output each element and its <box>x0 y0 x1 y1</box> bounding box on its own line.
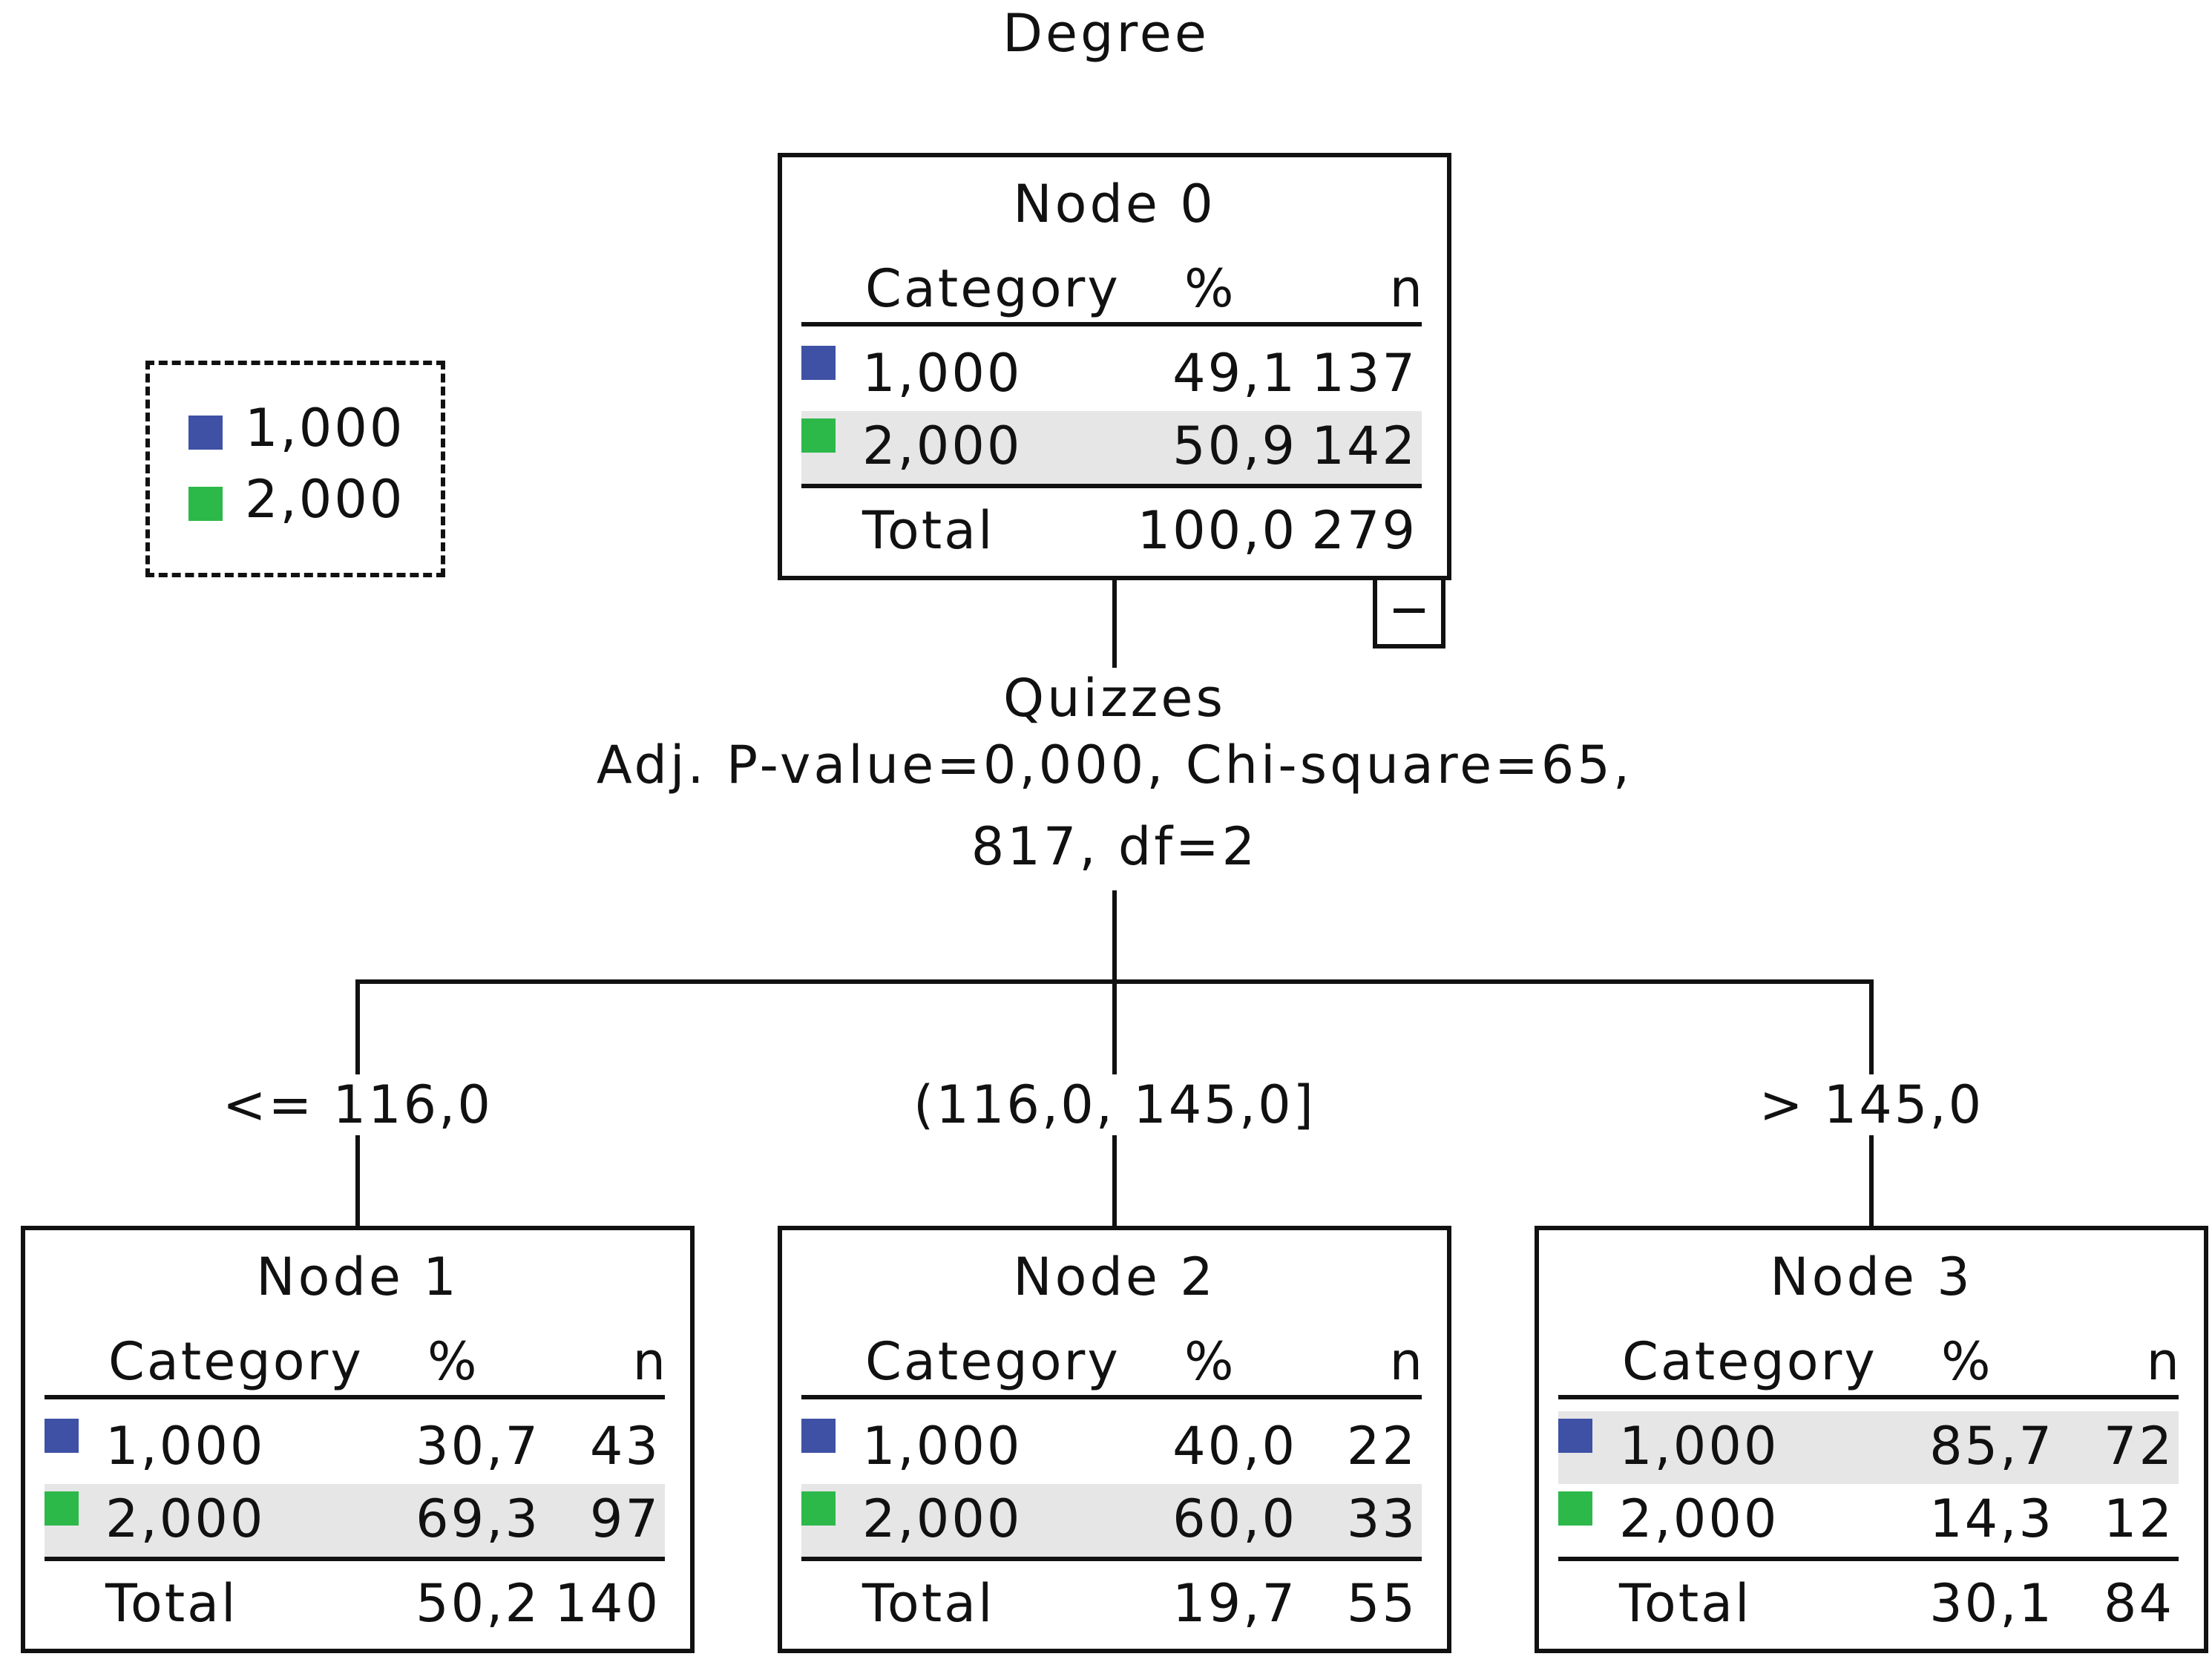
total-row: Total 50,2 140 <box>45 1569 665 1641</box>
total-row: Total 30,1 84 <box>1558 1569 2179 1641</box>
cell-category: 2,000 <box>105 1488 266 1549</box>
cell-percent: 49,1 <box>1172 343 1297 404</box>
node-0[interactable]: Node 0 Category % n 1,000 49,1 137 2,000… <box>778 153 1451 580</box>
header-percent: % <box>427 1331 479 1392</box>
cell-percent: 50,9 <box>1172 416 1297 476</box>
cell-category: 2,000 <box>862 1488 1023 1549</box>
header-n: n <box>1389 1331 1425 1392</box>
header-category: Category <box>865 258 1120 319</box>
legend-swatch-1000 <box>188 416 223 450</box>
table-row: 1,000 40,0 22 <box>801 1411 1422 1484</box>
branch-label-node1: <= 116,0 <box>223 1074 493 1135</box>
split-stats-line1: Adj. P-value=0,000, Chi-square=65, <box>596 735 1633 795</box>
category-swatch-2000 <box>801 418 836 453</box>
table-row: 1,000 49,1 137 <box>801 338 1422 411</box>
cell-n: 142 <box>1311 416 1417 476</box>
header-percent: % <box>1941 1331 1993 1392</box>
cell-category: 1,000 <box>862 1416 1023 1477</box>
legend-label-2000: 2,000 <box>245 469 405 530</box>
cell-percent: 85,7 <box>1929 1416 2054 1477</box>
category-swatch-2000 <box>801 1491 836 1526</box>
node-3[interactable]: Node 3 Category % n 1,000 85,7 72 2,000 … <box>1535 1226 2208 1653</box>
total-row: Total 100,0 279 <box>801 496 1422 568</box>
cell-category: 1,000 <box>862 343 1023 404</box>
header-rule <box>801 1395 1422 1399</box>
split-variable: Quizzes <box>1003 668 1226 729</box>
total-percent: 100,0 <box>1137 500 1297 561</box>
cell-percent: 14,3 <box>1929 1488 2054 1549</box>
split-stats-line2: 817, df=2 <box>971 816 1258 877</box>
header-percent: % <box>1184 258 1236 319</box>
total-percent: 50,2 <box>416 1573 540 1634</box>
table-row: 2,000 50,9 142 <box>801 411 1422 484</box>
node-title: Node 3 <box>1770 1247 1973 1307</box>
branch-label-node2: (116,0, 145,0] <box>907 1074 1322 1135</box>
node-1[interactable]: Node 1 Category % n 1,000 30,7 43 2,000 … <box>21 1226 695 1653</box>
header-rule <box>45 1395 665 1399</box>
category-swatch-2000 <box>45 1491 79 1526</box>
cell-n: 72 <box>2103 1416 2174 1477</box>
header-category: Category <box>865 1331 1120 1392</box>
total-label: Total <box>862 500 995 561</box>
total-label: Total <box>862 1573 995 1634</box>
category-swatch-1000 <box>1558 1419 1592 1453</box>
total-row: Total 19,7 55 <box>801 1569 1422 1641</box>
table-row: 1,000 30,7 43 <box>45 1411 665 1484</box>
category-swatch-1000 <box>801 1419 836 1453</box>
legend-swatch-2000 <box>188 487 223 521</box>
total-rule <box>1558 1557 2179 1561</box>
total-n: 140 <box>554 1573 660 1634</box>
minus-icon <box>1394 608 1425 613</box>
node-title: Node 2 <box>1013 1247 1216 1307</box>
total-percent: 30,1 <box>1929 1573 2054 1634</box>
cell-n: 12 <box>2103 1488 2174 1549</box>
collapse-node-button[interactable] <box>1373 576 1445 649</box>
category-swatch-1000 <box>801 346 836 380</box>
total-percent: 19,7 <box>1172 1573 1297 1634</box>
header-category: Category <box>1622 1331 1877 1392</box>
cell-n: 97 <box>589 1488 660 1549</box>
total-rule <box>801 484 1422 488</box>
total-n: 84 <box>2103 1573 2174 1634</box>
cell-n: 22 <box>1346 1416 1417 1477</box>
total-label: Total <box>105 1573 238 1634</box>
total-n: 55 <box>1346 1573 1417 1634</box>
cell-n: 43 <box>589 1416 660 1477</box>
tree-title: Degree <box>1002 3 1210 64</box>
header-n: n <box>632 1331 668 1392</box>
legend: 1,000 2,000 <box>145 361 445 577</box>
cell-n: 137 <box>1311 343 1417 404</box>
node-2[interactable]: Node 2 Category % n 1,000 40,0 22 2,000 … <box>778 1226 1451 1653</box>
total-label: Total <box>1619 1573 1752 1634</box>
cell-category: 2,000 <box>862 416 1023 476</box>
header-percent: % <box>1184 1331 1236 1392</box>
legend-label-1000: 1,000 <box>245 398 405 459</box>
table-row: 1,000 85,7 72 <box>1558 1411 2179 1484</box>
header-category: Category <box>108 1331 364 1392</box>
cell-percent: 30,7 <box>416 1416 540 1477</box>
table-row: 2,000 14,3 12 <box>1558 1484 2179 1557</box>
total-n: 279 <box>1311 500 1417 561</box>
branch-label-node3: > 145,0 <box>1751 1074 1992 1135</box>
node-title: Node 0 <box>1013 174 1216 234</box>
table-row: 2,000 69,3 97 <box>45 1484 665 1557</box>
header-n: n <box>1389 258 1425 319</box>
header-n: n <box>2146 1331 2182 1392</box>
header-rule <box>1558 1395 2179 1399</box>
category-swatch-1000 <box>45 1419 79 1453</box>
cell-percent: 69,3 <box>416 1488 540 1549</box>
node-title: Node 1 <box>256 1247 459 1307</box>
cell-percent: 40,0 <box>1172 1416 1297 1477</box>
cell-percent: 60,0 <box>1172 1488 1297 1549</box>
table-row: 2,000 60,0 33 <box>801 1484 1422 1557</box>
category-swatch-2000 <box>1558 1491 1592 1526</box>
cell-category: 1,000 <box>1619 1416 1779 1477</box>
total-rule <box>45 1557 665 1561</box>
cell-n: 33 <box>1346 1488 1417 1549</box>
cell-category: 1,000 <box>105 1416 266 1477</box>
cell-category: 2,000 <box>1619 1488 1779 1549</box>
total-rule <box>801 1557 1422 1561</box>
header-rule <box>801 322 1422 326</box>
